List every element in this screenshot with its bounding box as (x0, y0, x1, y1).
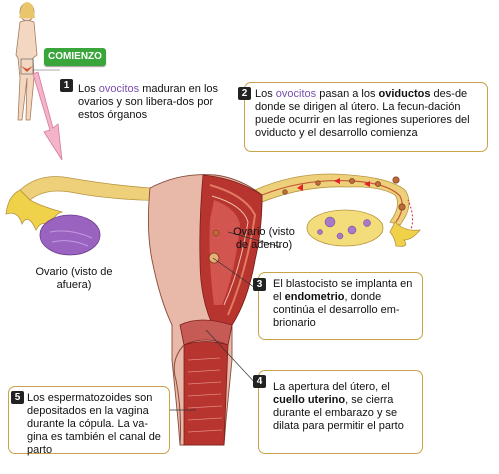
step-3-pre: El blastocisto se implanta en el (273, 278, 413, 303)
left-ovary (39, 214, 101, 256)
right-fimbriae (389, 221, 421, 247)
woman-figure-icon (15, 2, 38, 121)
step-4-number: 4 (253, 375, 266, 388)
ovary-outside-label: Ovario (visto de afuera) (35, 266, 113, 291)
step-2-box: 2 Los ovocitos pasan a los oviductos des… (238, 82, 488, 152)
step-2-mid: pasan a los (316, 88, 379, 100)
step-5-number: 5 (11, 391, 24, 404)
step-2-pre: Los (255, 88, 276, 100)
step-1-number: 1 (60, 79, 73, 92)
pelvis-callout (20, 58, 34, 75)
step-4-bold: cuello uterino (273, 394, 346, 406)
start-badge: COMIENZO (44, 48, 106, 66)
step-2-highlight: ovocitos (275, 88, 317, 100)
left-fimbriae (5, 189, 64, 231)
step-5-box: 5 Los espermatozoides son depositados en… (8, 386, 170, 456)
step-4-pre: La apertura del útero, el (273, 381, 390, 393)
step-1-highlight: ovocitos (98, 83, 140, 95)
step-4-box: 4 La apertura del útero, el cuello uteri… (253, 370, 423, 454)
step-3-bold: endometrio (284, 291, 345, 303)
leader-lines (168, 231, 282, 411)
step-2-post: des-de donde se dirigen al útero. La fec… (255, 88, 470, 139)
right-ovary (306, 209, 384, 247)
step-3-post: , donde continúa el desarrollo em-briona… (273, 291, 400, 329)
vagina-canal (183, 341, 229, 446)
step-5-text: Los espermatozoides son depositados en l… (27, 392, 161, 456)
step-4-post: , se cierra durante el embarazo y se dil… (273, 394, 404, 432)
ovary-inside-label: Ovario (visto de adentro) (233, 226, 295, 251)
right-oviduct (254, 173, 410, 226)
step-3-box: 3 El blastocisto se implanta en el endom… (253, 272, 423, 340)
step-1-pre: Los (78, 83, 99, 95)
step-1-post: maduran en los ovarios y son libera-dos … (78, 83, 219, 121)
step-1-box: 1 Los ovocitos maduran en los ovarios y … (60, 78, 234, 121)
zoom-arrow-icon (32, 71, 63, 161)
step-2-number: 2 (238, 87, 251, 100)
step-2-bold: oviductos (378, 88, 431, 100)
step-3-number: 3 (253, 278, 266, 291)
oocytes-in-oviduct (282, 176, 406, 211)
